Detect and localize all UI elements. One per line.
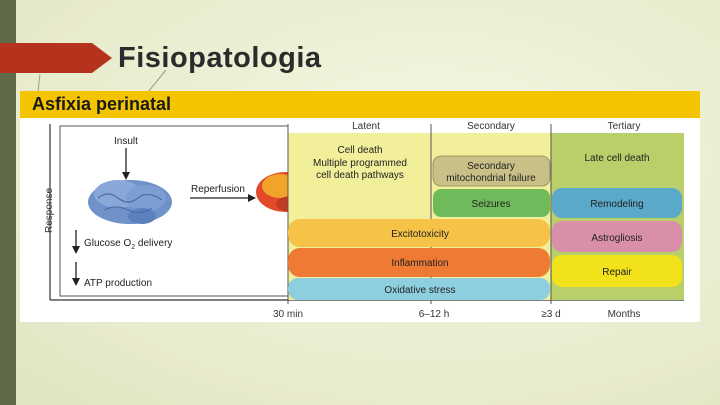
- late-cell-death-label: Late cell death: [584, 153, 649, 164]
- excitotoxicity-label: Excitotoxicity: [391, 229, 449, 240]
- tick-30min: 30 min: [273, 309, 303, 320]
- secondary-line2: mitochondrial failure: [446, 173, 536, 184]
- remodeling-box: [552, 188, 682, 218]
- glucose-label: Glucose O2 delivery: [84, 238, 172, 251]
- phase-latent: Latent: [352, 121, 380, 132]
- atp-label: ATP production: [84, 278, 152, 289]
- inflammation-label: Inflammation: [391, 258, 448, 269]
- subtitle-bar: [20, 91, 700, 118]
- tick-3d: ≥3 d: [541, 309, 560, 320]
- atp-arrowhead: [72, 278, 80, 286]
- astrogliosis-box: [552, 221, 682, 252]
- repair-label: Repair: [602, 267, 632, 278]
- glucose-arrowhead: [72, 246, 80, 254]
- oxidative-band: [288, 278, 550, 300]
- red-arrow-icon: [0, 43, 112, 73]
- insult-arrowhead: [122, 172, 130, 180]
- repair-box: [552, 255, 682, 287]
- tick-6-12h: 6–12 h: [419, 309, 450, 320]
- insult-label: Insult: [114, 136, 138, 147]
- latent-line2: Multiple programmed: [313, 158, 407, 169]
- tick-months: Months: [608, 309, 641, 320]
- reperfusion-arrowhead: [248, 194, 256, 202]
- oxidative-label: Oxidative stress: [384, 285, 455, 296]
- latent-line1: Cell death: [337, 145, 382, 156]
- brain-blue-icon: [88, 180, 172, 224]
- y-axis-label: Response: [44, 188, 55, 233]
- slide-title: Fisiopatologia: [118, 42, 322, 74]
- inflammation-band: [288, 248, 550, 277]
- left-accent-bar: [0, 0, 16, 405]
- seizures-box: [433, 189, 550, 217]
- reperfusion-label: Reperfusion: [191, 184, 245, 195]
- secondary-line1: Secondary: [467, 161, 515, 172]
- phase-secondary: Secondary: [467, 121, 515, 132]
- seizures-label: Seizures: [472, 199, 511, 210]
- phase-tertiary: Tertiary: [608, 121, 641, 132]
- slide-subtitle: Asfixia perinatal: [32, 94, 172, 114]
- latent-line3: cell death pathways: [316, 170, 404, 181]
- astrogliosis-label: Astrogliosis: [591, 233, 642, 244]
- remodeling-label: Remodeling: [590, 199, 643, 210]
- excitotoxicity-band: [288, 219, 550, 247]
- secondary-box: [432, 155, 551, 187]
- pathophysiology-diagram: Response Insult Reperfusion: [20, 118, 700, 322]
